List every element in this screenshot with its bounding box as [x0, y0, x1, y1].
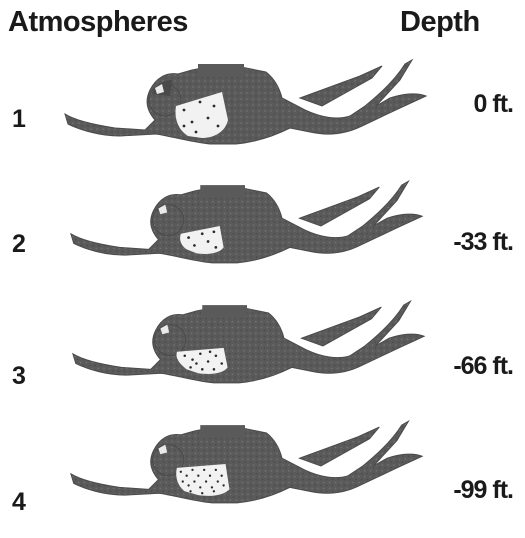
depth-value: -33 ft.	[453, 228, 513, 257]
diver-row-1: 1 0 ft.	[0, 50, 525, 170]
atmospheres-value: 2	[12, 230, 26, 259]
diver-figure	[60, 50, 430, 160]
diver-figure	[68, 290, 428, 400]
atmospheres-header: Atmospheres	[8, 6, 188, 39]
diver-row-3: 3 -66 ft.	[0, 290, 525, 410]
diver-figure	[66, 410, 426, 520]
diver-figure	[66, 170, 426, 280]
diver-row-4: 4 -99 ft.	[0, 410, 525, 530]
depth-value: -66 ft.	[453, 352, 513, 381]
depth-value: -99 ft.	[453, 476, 513, 505]
atmospheres-value: 3	[12, 362, 26, 391]
depth-header: Depth	[400, 6, 480, 39]
atmospheres-value: 1	[12, 105, 26, 134]
diver-row-2: 2 -33 ft.	[0, 170, 525, 290]
atmospheres-value: 4	[12, 488, 26, 517]
depth-value: 0 ft.	[474, 90, 513, 119]
